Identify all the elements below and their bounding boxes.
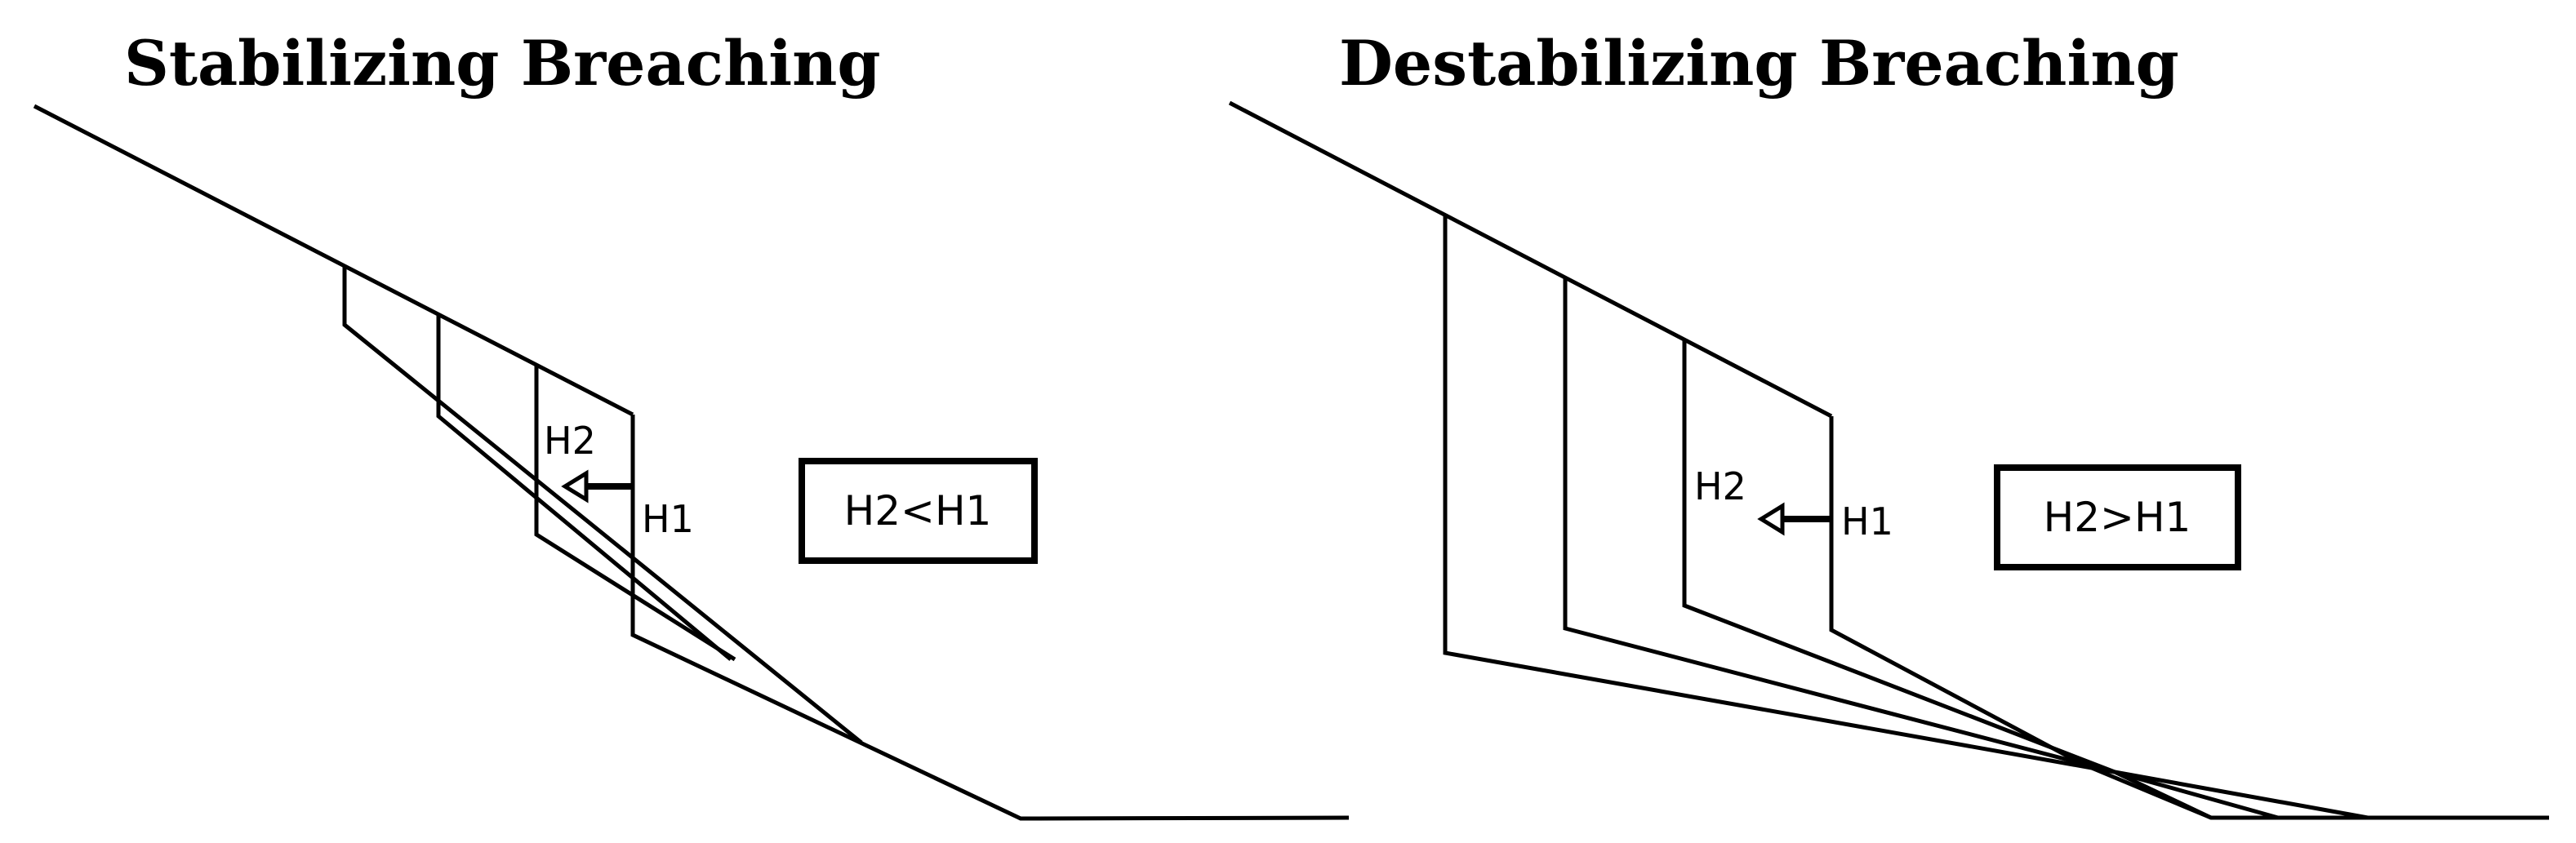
left-breach-profile-1 bbox=[342, 265, 863, 744]
right-label-h2: H2 bbox=[1694, 464, 1746, 508]
right-breach-profile-2 bbox=[1563, 277, 2279, 820]
left-relation-text: H2<H1 bbox=[844, 487, 992, 535]
right-panel-title: Destabilizing Breaching bbox=[1339, 27, 2179, 100]
left-slope-surface bbox=[33, 104, 634, 417]
left-breach-profile-3 bbox=[534, 366, 736, 662]
destabilizing-breaching-panel: H2 H1 H2>H1 bbox=[1228, 100, 2549, 820]
left-breach-profile-4 bbox=[630, 415, 1350, 821]
right-relation-box: H2>H1 bbox=[1994, 464, 2241, 570]
right-breach-profile-4 bbox=[1829, 416, 2549, 820]
right-slope-surface bbox=[1228, 100, 1833, 419]
left-panel-title: Stabilizing Breaching bbox=[124, 27, 881, 100]
stabilizing-breaching-panel: H2 H1 H2<H1 bbox=[33, 104, 1350, 821]
right-label-h1: H1 bbox=[1841, 499, 1893, 544]
right-relation-text: H2>H1 bbox=[2044, 494, 2191, 541]
left-label-h2: H2 bbox=[544, 419, 596, 463]
right-force-arrow bbox=[1757, 502, 1831, 536]
left-force-arrow bbox=[561, 469, 633, 504]
right-breach-profile-3 bbox=[1682, 339, 2369, 820]
left-label-h1: H1 bbox=[642, 497, 694, 541]
right-breach-profile-1 bbox=[1443, 215, 2213, 820]
left-relation-box: H2<H1 bbox=[799, 458, 1038, 564]
